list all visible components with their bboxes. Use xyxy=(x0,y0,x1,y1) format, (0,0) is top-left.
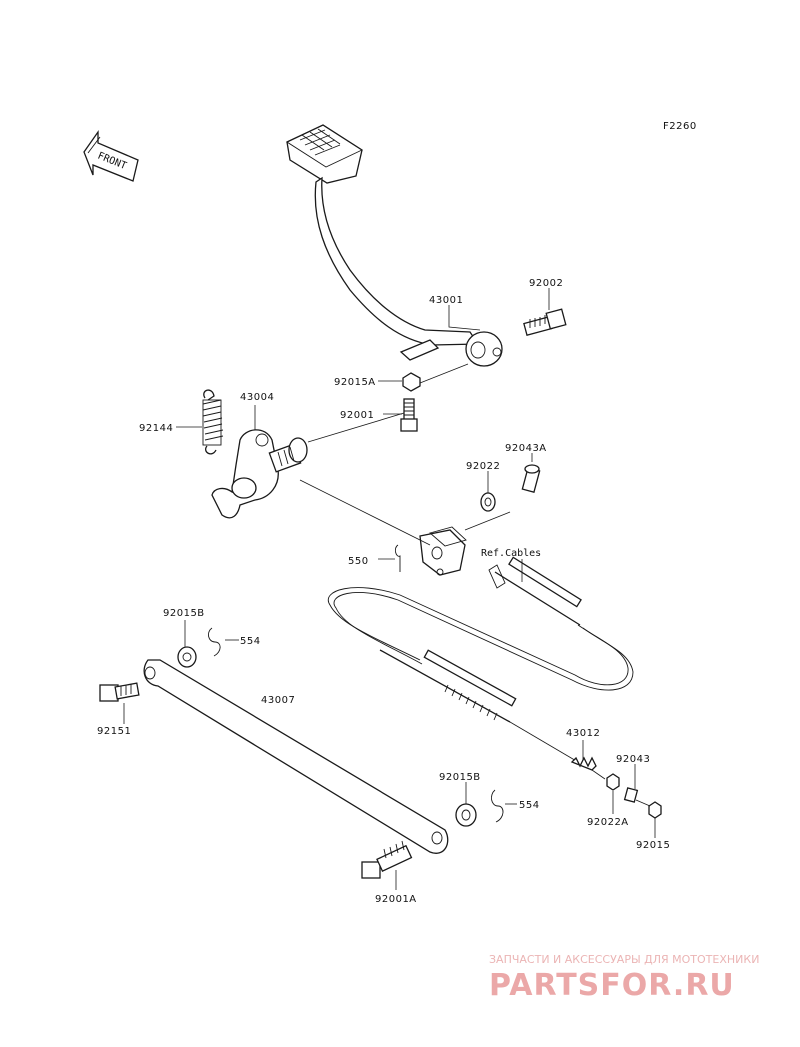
watermark-logo: PARTSFOR.RU xyxy=(489,968,735,1003)
label-43001: 43001 xyxy=(429,295,463,306)
label-92002: 92002 xyxy=(529,278,563,289)
bolt-92151 xyxy=(99,682,140,702)
label-92043A: 92043A xyxy=(505,443,547,454)
label-43004: 43004 xyxy=(240,392,274,403)
label-43012: 43012 xyxy=(566,728,600,739)
bolt-92001A xyxy=(361,840,413,879)
watermark: ЗАПЧАСТИ И АКСЕССУАРЫ ДЛЯ МОТОТЕХНИКИ PA… xyxy=(489,953,759,1003)
brake-cable xyxy=(327,556,634,763)
watermark-caption: ЗАПЧАСТИ И АКСЕССУАРЫ ДЛЯ МОТОТЕХНИКИ xyxy=(489,953,759,966)
label-92001: 92001 xyxy=(340,410,374,421)
label-92022: 92022 xyxy=(466,461,500,472)
label-92043: 92043 xyxy=(616,754,650,765)
clip-554-bottom xyxy=(491,789,504,823)
nut-92015B-bottom xyxy=(455,803,477,827)
clip-554-top xyxy=(208,627,221,657)
front-arrow-icon: FRONT xyxy=(83,129,139,182)
label-92015A: 92015A xyxy=(334,377,376,388)
brake-lever-43004 xyxy=(211,429,308,519)
label-92144: 92144 xyxy=(139,423,173,434)
leader-lines xyxy=(123,288,656,890)
label-92022A: 92022A xyxy=(587,817,629,828)
pin-92043A xyxy=(521,464,541,493)
brake-pedal xyxy=(286,124,503,367)
cotter-pin-550 xyxy=(394,544,401,572)
pin-92043 xyxy=(623,787,639,803)
label-92015B-top: 92015B xyxy=(163,608,205,619)
nut-92015A xyxy=(402,372,421,392)
label-92151: 92151 xyxy=(97,726,131,737)
bolt-92002 xyxy=(523,308,567,336)
figure-code: F2260 xyxy=(663,121,697,132)
brake-rod-43007 xyxy=(143,659,449,854)
nut-92015 xyxy=(648,801,662,819)
bolt-92001 xyxy=(400,398,418,432)
spring-92144 xyxy=(202,389,224,455)
washer-92022A xyxy=(606,773,620,791)
label-92001A: 92001A xyxy=(375,894,417,905)
label-550: 550 xyxy=(348,556,369,567)
label-ref-cables: Ref.Cables xyxy=(481,548,541,559)
label-92015B-bottom: 92015B xyxy=(439,772,481,783)
part-labels: 43001 92002 92015A 92001 43004 92144 920… xyxy=(97,278,670,905)
label-92015: 92015 xyxy=(636,840,670,851)
label-554-top: 554 xyxy=(240,636,261,647)
washer-92022 xyxy=(480,492,496,512)
cable-clevis xyxy=(419,526,467,576)
nut-92015B-top xyxy=(177,646,197,668)
label-43007: 43007 xyxy=(261,695,295,706)
spring-43012 xyxy=(570,756,597,771)
label-554-bottom: 554 xyxy=(519,800,540,811)
